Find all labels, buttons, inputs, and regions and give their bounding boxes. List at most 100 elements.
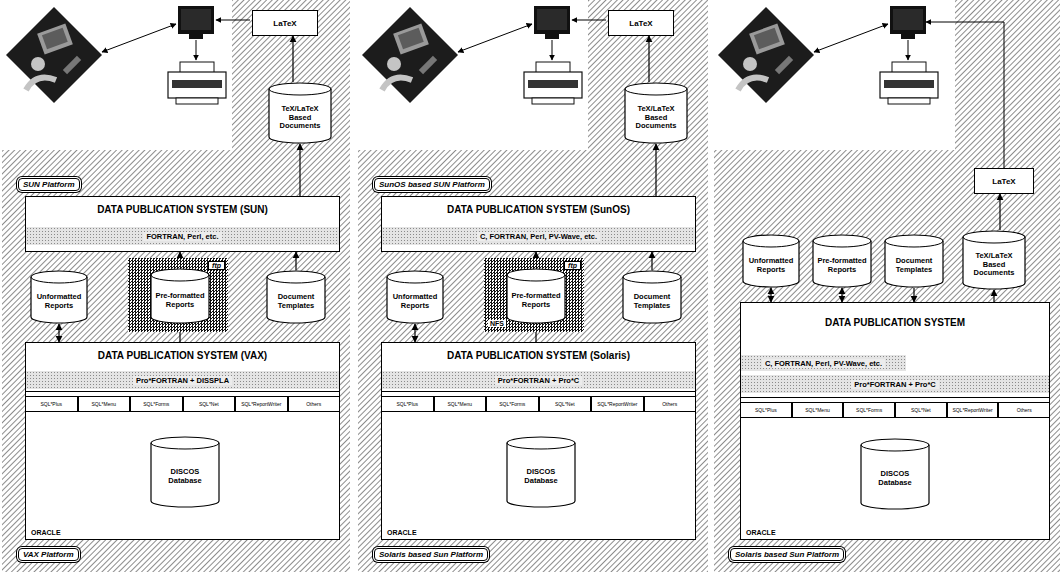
tool-cell: SQL*Net [895,402,947,418]
band-text: FORTRAN, Perl, etc. [143,232,221,241]
flow-arrow [648,36,649,82]
storage-cylinder: DISCOS Database [506,436,576,508]
text-holder: SunOS based SUN Platform [374,178,490,191]
text-holder: ORACLE [746,529,776,536]
band-text: C, FORTRAN, Perl, PV-Wave, etc. [477,232,600,241]
flow-arrow [58,324,59,342]
storage-cylinder: Pre-formatted Reports [150,268,210,324]
text-holder: DATA PUBLICATION SYSTEM [741,317,1049,328]
text-holder: DATA PUBLICATION SYSTEM (SUN) [26,204,339,215]
tool-cell: SQL*ReportWriter [235,396,288,412]
flow-arrow [414,324,415,342]
text-holder: ftp [208,261,225,270]
hatched-panel [714,0,1060,572]
platform-region: Solaris based Sun Platform ORACLE DATA PUB… [358,334,706,572]
platform-tag: Solaris based Sun Platform [374,548,488,561]
text-holder: SUN Platform [18,178,80,191]
text-holder: SQL*ReportWriter [948,403,998,417]
system-box: DATA PUBLICATION SYSTEM (SunOS) C, FORTRA… [381,196,696,252]
text-holder: C, FORTRAN, Perl, PV-Wave, etc. [382,227,695,245]
flow-arrow [651,252,652,270]
flow-arrow [993,290,994,302]
tool-text: SQL*ReportWriter [952,407,992,413]
text-holder: SQL*Menu [435,397,486,411]
cyl-text: Document Templates [887,257,941,274]
platform-tag: SunOS based SUN Platform [374,178,490,191]
oracle-text: ORACLE [387,529,417,536]
workstation-icons [362,6,582,104]
storage-cylinder: TeX/LaTeX Based Documents [624,82,688,144]
latex-box: LaTeX [608,10,674,36]
cyl-text: DISCOS Database [509,468,573,485]
latex-text: LaTeX [629,19,652,28]
latex-text: LaTeX [992,177,1015,186]
text-holder: ORACLE [387,529,417,536]
text-holder: Others [289,397,340,411]
title-text: DATA PUBLICATION SYSTEM [741,317,1049,328]
tool-cell: SQL*Forms [130,396,183,412]
text-holder: Solaris based Sun Platform [730,548,844,561]
text-holder: ftp [564,261,581,270]
tool-cell: SQL*Plus [381,396,434,412]
cyl-text: TeX/LaTeX Based Documents [965,252,1023,278]
storage-cylinder: TeX/LaTeX Based Documents [962,230,1026,290]
tool-text: SQL*Menu [448,401,472,407]
flow-arrow [913,288,914,302]
text-holder: Pro*FORTRAN + DISSPLA [26,371,339,389]
oracle-box: ORACLEDATA PUBLICATION SYSTEM (VAX)Pro*F… [25,342,340,540]
text-holder: Document Templates [625,284,679,320]
cyl-text: Pre-formatted Reports [153,292,207,309]
flow-arrow [999,194,1000,230]
tool-cell: SQL*Plus [25,396,78,412]
band-text: Pro*FORTRAN + Pro*C [495,376,582,385]
storage-cylinder: Unformatted Reports [742,234,800,288]
text-holder: SQL*ReportWriter [236,397,287,411]
oracle-box: ORACLEDATA PUBLICATION SYSTEMC, FORTRAN,… [740,302,1050,540]
text-holder: Pro*FORTRAN + Pro*C [741,375,1049,393]
tool-cell: SQL*ReportWriter [947,402,999,418]
platform-tag: SUN Platform [18,178,80,191]
text-holder: DATA PUBLICATION SYSTEM (Solaris) [382,350,695,361]
title-text: DATA PUBLICATION SYSTEM (SUN) [26,204,339,215]
flow-arrow [299,144,300,196]
tool-text: SQL*ReportWriter [241,401,281,407]
tool-text: SQL*Forms [499,401,525,407]
text-holder: SQL*Menu [79,397,130,411]
text-holder: Pre-formatted Reports [153,282,207,320]
storage-cylinder: Unformatted Reports [386,270,444,324]
text-holder: SQL*Plus [382,397,433,411]
text-holder: VAX Platform [18,548,79,561]
text-holder: Solaris based Sun Platform [374,548,488,561]
platform-region: Solaris based Sun Platform LaTeX Unformatt… [714,0,1060,572]
storage-cylinder: Unformatted Reports [30,270,88,324]
tool-text: Others [1017,407,1032,413]
flow-arrow [841,288,842,302]
tool-text: SQL*Net [555,401,575,407]
tool-text: SQL*Menu [92,401,116,407]
storage-cylinder: Document Templates [884,234,944,288]
text-holder: Pre-formatted Reports [509,282,563,320]
text-holder: Unformatted Reports [33,284,85,320]
latex-text: LaTeX [273,19,296,28]
cyl-text: Pre-formatted Reports [509,292,563,309]
title-text: DATA PUBLICATION SYSTEM (SunOS) [382,204,695,215]
text-holder: TeX/LaTeX Based Documents [965,244,1023,286]
tool-text: SQL*Net [911,407,931,413]
text-holder: FORTRAN, Perl, etc. [26,227,339,245]
storage-cylinder: DISCOS Database [860,438,930,510]
text-holder: LaTeX [609,11,673,35]
text-holder: LaTeX [975,169,1033,193]
ftp-tag: ftp [208,261,225,270]
oracle-box: ORACLE DATA PUBLICATION SYSTEM (Solaris) P… [381,342,696,540]
latex-box: LaTeX [252,10,318,36]
display-wire [926,22,1004,168]
storage-cylinder: Pre-formatted Reports [506,268,566,324]
cyl-text: Document Templates [269,293,323,310]
text-holder: SQL*ReportWriter [592,397,643,411]
protocol-label: NFS [488,320,506,327]
text-holder: Others [999,403,1049,417]
text-holder: DISCOS Database [509,450,573,504]
cyl-text: DISCOS Database [153,468,217,485]
tool-text: SQL*Plus [40,401,62,407]
text-holder: DISCOS Database [153,450,217,504]
